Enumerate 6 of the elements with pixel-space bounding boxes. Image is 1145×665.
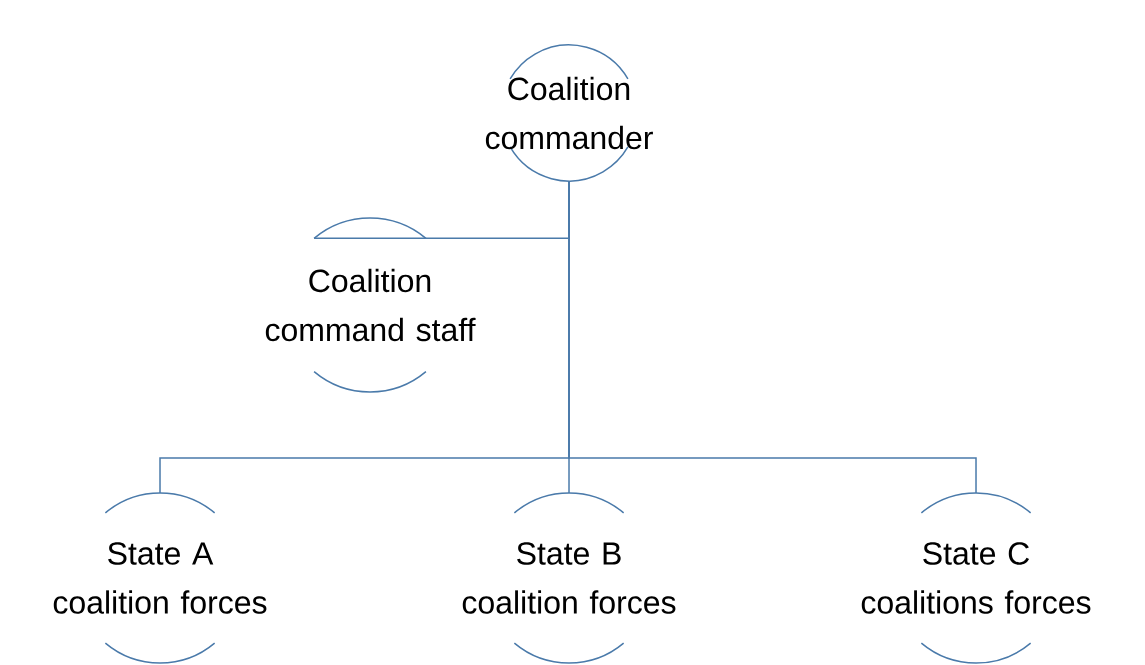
circle-node: State B coalition forces (462, 492, 676, 664)
connector-line (568, 180, 977, 494)
circle-node: State A coalition forces (53, 492, 267, 664)
circle-node: Coalition command staff (265, 217, 476, 393)
circle-node: State C coalitions forces (861, 492, 1091, 664)
circle-node: Coalition commander (485, 44, 653, 182)
